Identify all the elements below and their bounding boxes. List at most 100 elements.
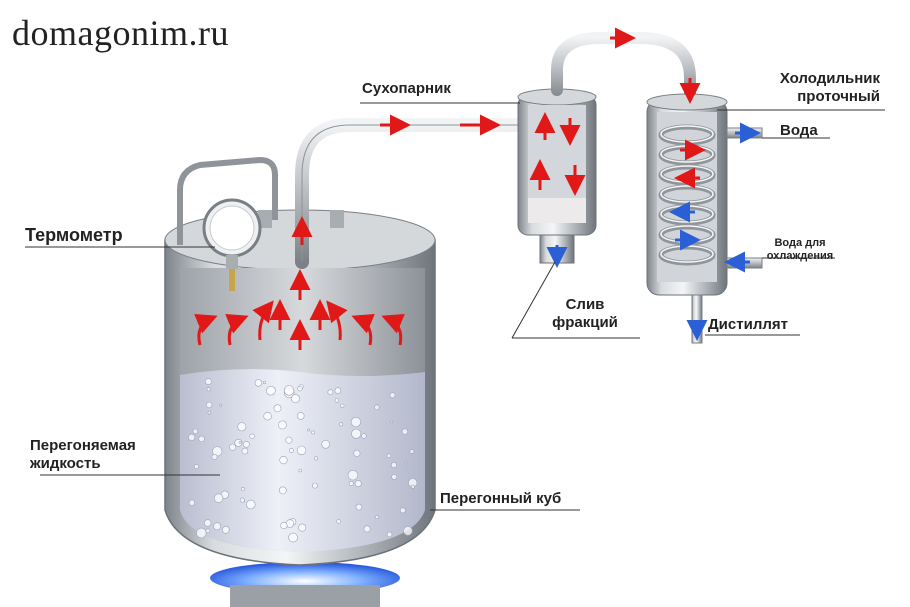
label-cooling-water-line2: охлаждения [766, 250, 834, 262]
bubble [390, 420, 394, 424]
bubble [188, 433, 196, 442]
distilled-liquid [180, 369, 425, 552]
bubble [188, 499, 195, 506]
vapor-flow-arrows [194, 27, 706, 350]
bubble [285, 436, 293, 444]
bubble [311, 430, 316, 435]
bubble [296, 412, 305, 420]
bubble [410, 484, 415, 489]
bubble [277, 420, 287, 430]
bubble [240, 486, 245, 491]
label-liquid: Перегоняемая жидкость [30, 437, 136, 473]
condenser [646, 93, 763, 344]
bubble [262, 380, 266, 384]
bubble [239, 497, 245, 503]
bubble [213, 493, 224, 503]
bubble [204, 378, 212, 385]
label-fraction-drain-line2: фракций [552, 314, 618, 331]
bubble [355, 503, 363, 511]
bubble [404, 461, 408, 465]
bubble [334, 398, 340, 403]
bubble [194, 464, 199, 469]
label-liquid-line2: жидкость [30, 455, 101, 472]
bubble [389, 392, 396, 399]
label-condenser-line2: проточный [797, 88, 880, 105]
bubble [219, 403, 222, 407]
label-water: Вода [780, 122, 818, 139]
bubble [254, 379, 263, 387]
label-dry-steamer: Сухопарник [362, 80, 451, 97]
leader-lines [25, 102, 885, 511]
bubble [238, 440, 242, 444]
bubble [296, 445, 307, 456]
label-condenser: Холодильник проточный [740, 70, 880, 106]
bubble [243, 440, 250, 448]
bubble [403, 526, 413, 536]
bubble [351, 428, 362, 439]
bubble [211, 453, 218, 460]
bubble [205, 401, 213, 409]
bubble [298, 523, 307, 532]
label-distillate: Дистиллят [708, 316, 788, 333]
bubble [196, 527, 207, 539]
bubble [348, 481, 354, 486]
label-fraction-drain-line1: Слив [565, 296, 605, 313]
label-liquid-line1: Перегоняемая [30, 437, 136, 454]
bubble [246, 499, 256, 510]
bubble [374, 515, 379, 520]
bubble [350, 416, 362, 428]
bubble [192, 428, 199, 435]
bubble [340, 403, 345, 408]
label-thermometer: Термометр [25, 225, 123, 245]
bubble [213, 522, 221, 531]
bubble [336, 519, 341, 524]
bubble [353, 449, 361, 457]
bubble [374, 404, 380, 411]
bubble [321, 439, 331, 449]
bubble [273, 404, 282, 413]
bubble [347, 469, 359, 481]
dry-steamer [517, 88, 597, 264]
thermometer [202, 198, 262, 291]
bubble [278, 486, 287, 495]
label-fraction-drain: Слив фракций [540, 296, 630, 332]
bubble [263, 412, 272, 421]
bubble [204, 519, 212, 527]
liquid-bubbles [188, 378, 418, 543]
bubble [361, 433, 367, 439]
bubble [229, 443, 237, 451]
bubble [237, 422, 247, 432]
bubble [288, 532, 298, 543]
bubble [198, 435, 205, 443]
burner-flame [210, 562, 400, 607]
bubble [266, 385, 276, 396]
bubble [283, 385, 295, 396]
bubble [222, 525, 230, 534]
bubble [205, 528, 211, 534]
label-cooling-water-line1: Вода для [774, 237, 826, 249]
bubble [409, 449, 414, 454]
bubble [241, 447, 249, 455]
bubble [307, 428, 311, 432]
bubble [249, 433, 255, 439]
bubble [311, 482, 318, 489]
label-cooling-water: Вода для охлаждения [760, 237, 840, 263]
bubble [390, 462, 397, 469]
bubble [386, 531, 393, 538]
bubble [288, 448, 294, 453]
bubble [207, 410, 212, 415]
bubble [314, 456, 319, 461]
bubble [298, 468, 303, 473]
bubble [386, 453, 392, 458]
bubble [363, 525, 371, 533]
label-still-pot: Перегонный куб [440, 490, 562, 507]
bubble [354, 480, 362, 488]
watermark: domagonim.ru [12, 13, 229, 53]
bubble [280, 521, 288, 530]
bubble [399, 507, 406, 514]
bubble [297, 385, 303, 392]
bubble [279, 456, 288, 465]
bubble [401, 428, 409, 435]
transfer-pipe [551, 32, 696, 106]
